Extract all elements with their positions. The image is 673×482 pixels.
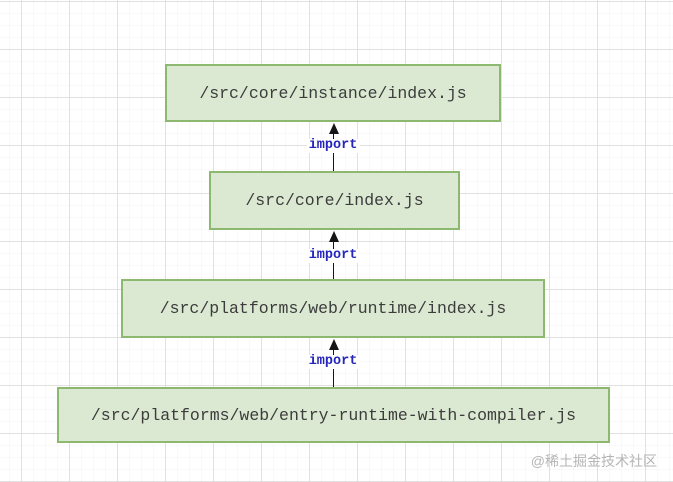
node-label: /src/platforms/web/entry-runtime-with-co… <box>90 405 577 425</box>
watermark: @稀土掘金技术社区 <box>530 453 657 469</box>
arrowhead-up-icon <box>328 231 339 242</box>
node-src-platforms-web-runtime-index-js: /src/platforms/web/runtime/index.js <box>121 279 545 338</box>
node-src-platforms-web-entry-runtime-with-compiler-js: /src/platforms/web/entry-runtime-with-co… <box>57 387 610 443</box>
edge-label-import: import <box>306 354 360 369</box>
arrowhead-up-icon <box>328 339 339 350</box>
node-src-core-index-js: /src/core/index.js <box>209 171 460 230</box>
node-label: /src/core/index.js <box>245 191 424 210</box>
node-src-core-instance-index-js: /src/core/instance/index.js <box>165 64 501 122</box>
arrowhead-up-icon <box>328 123 339 134</box>
edge-label-import: import <box>306 138 360 153</box>
node-label: /src/platforms/web/runtime/index.js <box>159 299 507 318</box>
node-label: /src/core/instance/index.js <box>199 83 467 103</box>
edge-label-import: import <box>306 248 360 263</box>
